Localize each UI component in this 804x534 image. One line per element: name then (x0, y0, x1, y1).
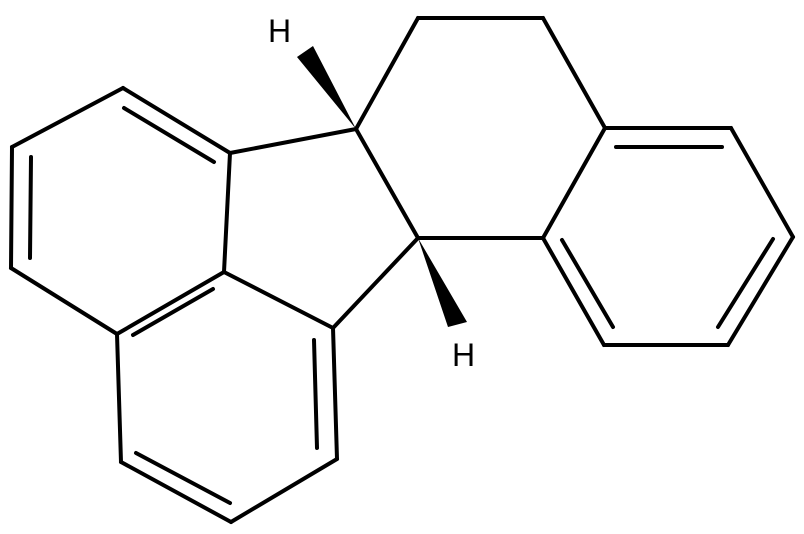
bond (331, 326, 339, 461)
bond (115, 332, 123, 464)
double-bond-inner (122, 106, 216, 164)
bond (331, 236, 420, 330)
five-membered-ring (228, 127, 420, 330)
bond (119, 460, 233, 524)
bond (541, 236, 606, 347)
double-bond-inner (312, 338, 319, 450)
bond (9, 145, 14, 270)
bond (541, 16, 607, 130)
bond (10, 86, 125, 149)
wedge-bond-top (297, 46, 356, 129)
bond (115, 270, 226, 336)
bond (222, 270, 335, 330)
bond (228, 127, 358, 155)
tetrahydro-ring (354, 16, 607, 240)
bond (222, 151, 232, 274)
bond (9, 266, 119, 336)
double-bond-inner (134, 451, 232, 505)
double-bond-inner (716, 237, 775, 329)
bond (729, 126, 795, 239)
bond (121, 86, 232, 155)
double-bond-inner (28, 155, 33, 260)
naphthalene-unit (9, 86, 339, 524)
bond (354, 16, 420, 131)
bond (541, 126, 607, 240)
hydrogen-label-bottom: H (452, 337, 475, 373)
bond (726, 235, 795, 347)
hydrogen-label-top: H (268, 13, 291, 49)
wedge-bond-bottom (418, 238, 467, 327)
bond (354, 127, 420, 240)
double-bond-inner (131, 287, 215, 337)
benzene-ring (541, 126, 795, 347)
bond (229, 457, 339, 524)
double-bond-inner (560, 238, 615, 329)
